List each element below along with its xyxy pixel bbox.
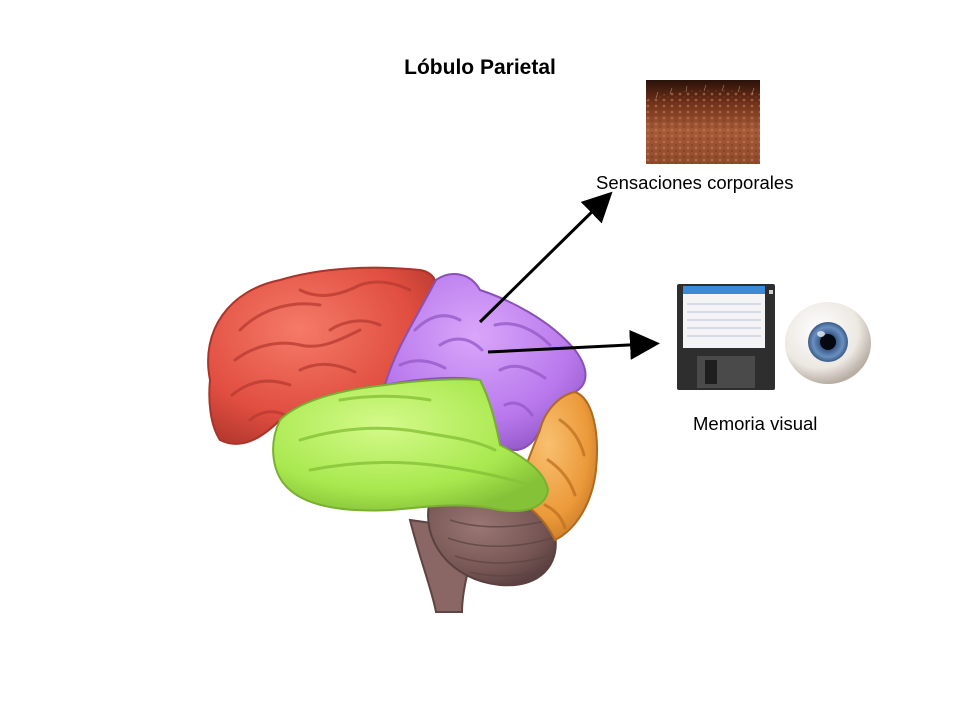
cerebellum-folds [447,519,553,577]
temporal-gyri [298,394,532,487]
body-sensations-label: Sensaciones corporales [596,172,794,193]
visual-memory-label: Memoria visual [693,413,818,434]
slide-title: Lóbulo Parietal [404,56,556,79]
occipital-gyri [543,418,586,530]
arrow-to-body-sensations [478,191,613,324]
temporal-lobe [272,378,550,512]
skin-image [646,80,760,164]
arrow-to-visual-memory [487,329,660,360]
frontal-gyri [230,280,412,422]
eyeball-icon [785,302,871,384]
floppy-disk-icon [677,284,775,390]
parietal-gyri [398,314,552,417]
